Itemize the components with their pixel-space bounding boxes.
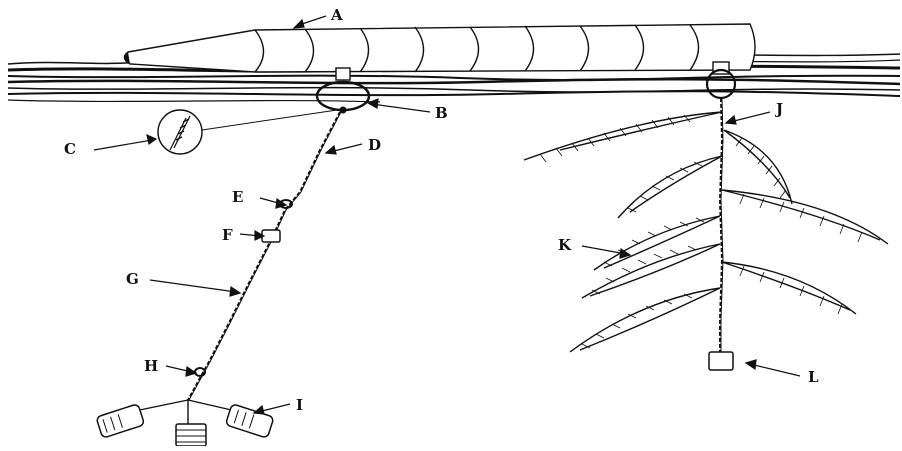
label-g: G: [126, 270, 139, 288]
label-k: K: [558, 236, 572, 254]
weight-l: [709, 352, 733, 370]
palm-fronds: [524, 112, 888, 352]
label-d: D: [368, 136, 381, 154]
left-rig: [96, 68, 369, 446]
label-j: J: [774, 100, 783, 118]
label-b: B: [435, 104, 448, 122]
ring-b: [317, 82, 369, 110]
right-rig: [524, 62, 888, 370]
float-log: [124, 24, 755, 72]
weight-center: [176, 424, 206, 446]
weight-right: [225, 404, 274, 439]
label-l: L: [808, 368, 819, 386]
frond-hatching: [540, 115, 862, 348]
label-e: E: [232, 188, 243, 206]
label-i: I: [296, 396, 303, 414]
label-f: F: [222, 226, 233, 244]
knot-detail-c: [158, 110, 337, 154]
label-a: A: [330, 6, 343, 24]
label-c: C: [64, 140, 76, 158]
weight-left: [96, 404, 145, 439]
label-h: H: [144, 357, 158, 375]
